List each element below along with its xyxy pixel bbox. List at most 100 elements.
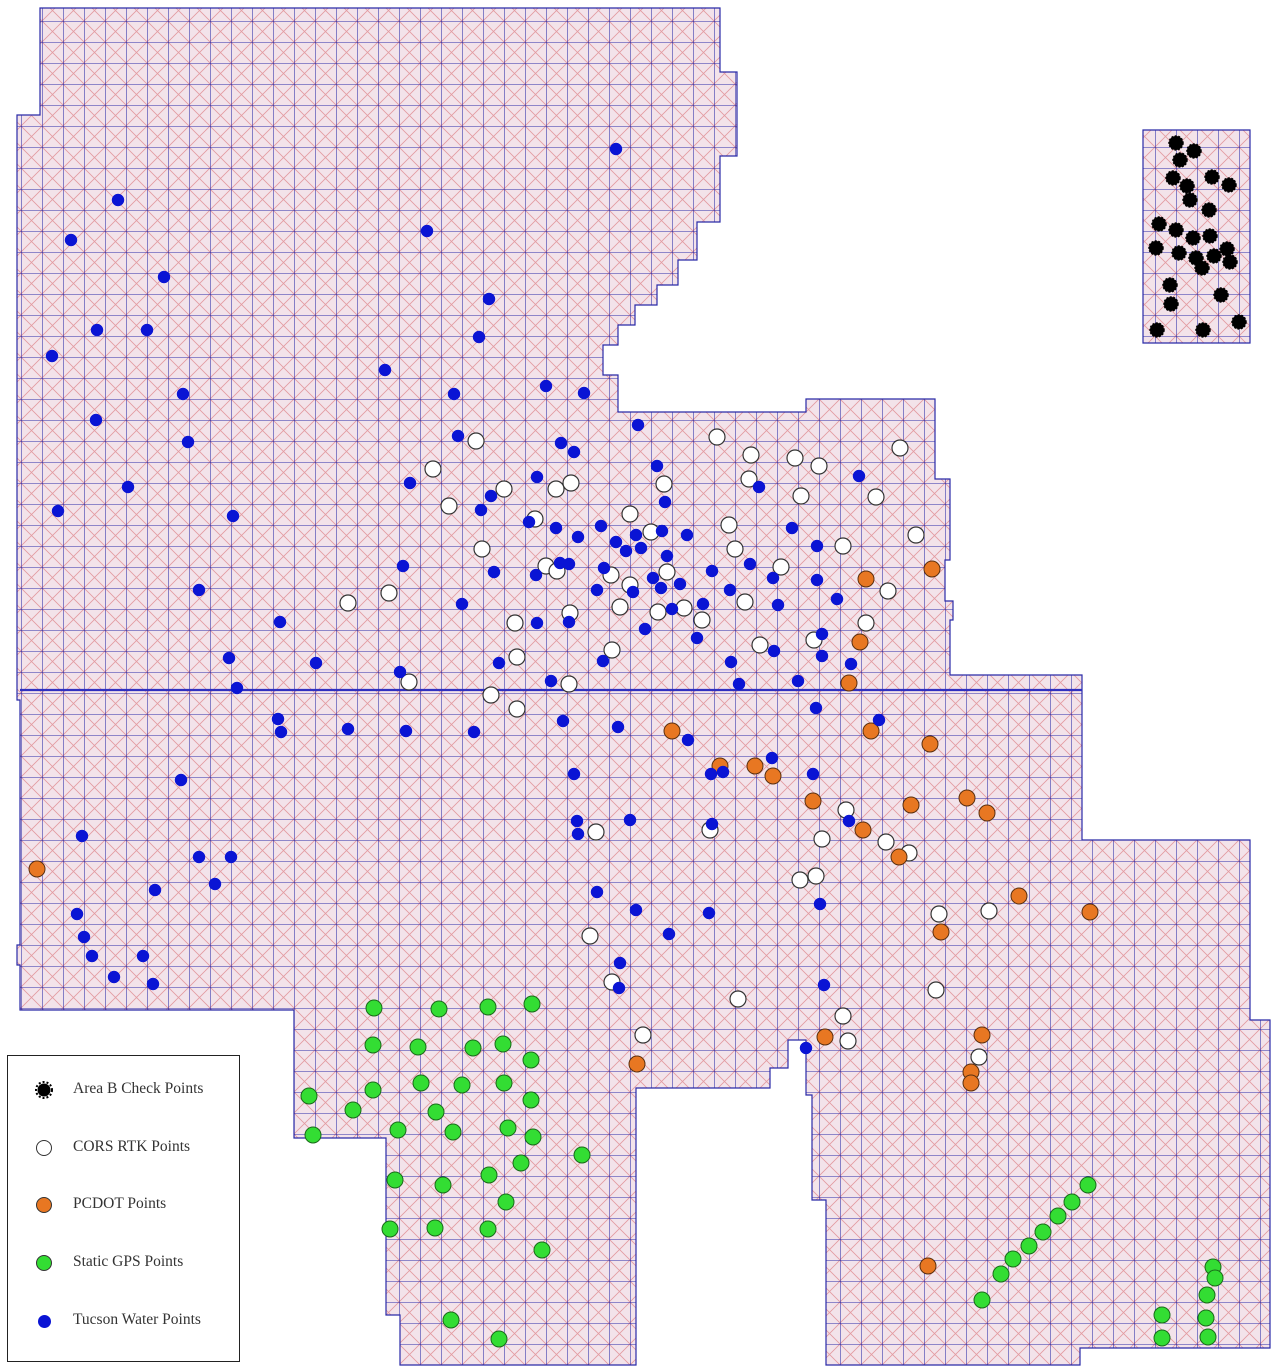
tucson-water-point bbox=[765, 751, 779, 765]
pcdot-point bbox=[851, 633, 869, 651]
pcdot-point bbox=[854, 821, 872, 839]
cors-rtk-point bbox=[495, 480, 513, 498]
pcdot-point bbox=[958, 789, 976, 807]
orange-circle-icon bbox=[36, 1197, 52, 1213]
points-layer bbox=[28, 135, 1247, 1348]
cors-rtk-point bbox=[927, 981, 945, 999]
tucson-water-point bbox=[89, 413, 103, 427]
area-b-check-point bbox=[1149, 322, 1165, 338]
tucson-water-point bbox=[309, 656, 323, 670]
cors-rtk-point bbox=[473, 540, 491, 558]
static-gps-point bbox=[1199, 1328, 1217, 1346]
tucson-water-point bbox=[809, 701, 823, 715]
area-b-check-point bbox=[1204, 169, 1220, 185]
tucson-water-point bbox=[522, 515, 536, 529]
cors-rtk-point bbox=[740, 470, 758, 488]
area-b-check-point bbox=[1168, 222, 1184, 238]
tucson-water-point bbox=[472, 330, 486, 344]
cors-rtk-point bbox=[675, 599, 693, 617]
area-b-check-point bbox=[1185, 230, 1201, 246]
area-b-check-point bbox=[1202, 228, 1218, 244]
cors-rtk-point bbox=[729, 990, 747, 1008]
tucson-water-point bbox=[451, 429, 465, 443]
cors-rtk-point bbox=[581, 927, 599, 945]
tucson-water-point bbox=[655, 524, 669, 538]
tucson-water-point bbox=[680, 528, 694, 542]
tucson-water-point bbox=[192, 583, 206, 597]
tucson-water-point bbox=[273, 615, 287, 629]
static-gps-point bbox=[426, 1219, 444, 1237]
cors-rtk-point bbox=[751, 636, 769, 654]
cors-rtk-point bbox=[786, 449, 804, 467]
pcdot-point bbox=[921, 735, 939, 753]
static-gps-point bbox=[992, 1265, 1010, 1283]
tucson-water-point bbox=[732, 677, 746, 691]
tucson-water-point bbox=[549, 521, 563, 535]
tucson-water-point bbox=[482, 292, 496, 306]
static-gps-point bbox=[497, 1193, 515, 1211]
tucson-water-point bbox=[752, 480, 766, 494]
tucson-water-point bbox=[121, 480, 135, 494]
static-gps-point bbox=[1153, 1329, 1171, 1347]
tucson-water-point bbox=[629, 903, 643, 917]
tucson-water-point bbox=[570, 814, 584, 828]
static-gps-point bbox=[412, 1074, 430, 1092]
area-b-check-point bbox=[1165, 170, 1181, 186]
cors-rtk-point bbox=[772, 558, 790, 576]
area-b-check-point bbox=[1195, 322, 1211, 338]
tucson-water-point bbox=[626, 585, 640, 599]
cors-rtk-point bbox=[742, 446, 760, 464]
tucson-water-point bbox=[705, 564, 719, 578]
area-b-check-point bbox=[1194, 260, 1210, 276]
static-gps-point bbox=[381, 1220, 399, 1238]
static-gps-point bbox=[524, 1128, 542, 1146]
cors-rtk-point bbox=[560, 675, 578, 693]
static-gps-point bbox=[442, 1311, 460, 1329]
tucson-water-point bbox=[609, 142, 623, 156]
tucson-water-point bbox=[571, 827, 585, 841]
pcdot-point bbox=[923, 560, 941, 578]
tucson-water-point bbox=[629, 528, 643, 542]
pcdot-point bbox=[932, 923, 950, 941]
cors-rtk-point bbox=[792, 487, 810, 505]
tucson-water-point bbox=[810, 539, 824, 553]
legend-item-area-b: Area B Check Points bbox=[8, 1077, 239, 1107]
tucson-water-point bbox=[420, 224, 434, 238]
static-gps-point bbox=[480, 1166, 498, 1184]
area-b-check-point bbox=[1168, 135, 1184, 151]
tucson-water-point bbox=[467, 725, 481, 739]
static-gps-point bbox=[522, 1091, 540, 1109]
main-grid-area bbox=[16, 7, 1271, 1366]
tucson-water-point bbox=[813, 897, 827, 911]
tucson-water-point bbox=[817, 978, 831, 992]
tucson-water-point bbox=[785, 521, 799, 535]
tucson-water-point bbox=[455, 597, 469, 611]
static-gps-point bbox=[512, 1154, 530, 1172]
cors-rtk-point bbox=[400, 673, 418, 691]
cors-rtk-point bbox=[658, 563, 676, 581]
green-circle-icon bbox=[36, 1255, 52, 1271]
tucson-water-point bbox=[567, 445, 581, 459]
tucson-water-point bbox=[696, 597, 710, 611]
legend-label-pcdot: PCDOT Points bbox=[73, 1195, 167, 1212]
area-b-check-point bbox=[1186, 143, 1202, 159]
tucson-water-point bbox=[529, 568, 543, 582]
pcdot-point bbox=[1081, 903, 1099, 921]
cors-rtk-point bbox=[693, 611, 711, 629]
area-b-check-point bbox=[1206, 248, 1222, 264]
legend-item-pcdot: PCDOT Points bbox=[8, 1192, 239, 1222]
static-gps-point bbox=[533, 1241, 551, 1259]
cors-rtk-point bbox=[621, 505, 639, 523]
area-b-check-point bbox=[1151, 216, 1167, 232]
tucson-water-point bbox=[146, 977, 160, 991]
tucson-water-point bbox=[222, 651, 236, 665]
tucson-water-point bbox=[75, 829, 89, 843]
pcdot-point bbox=[764, 767, 782, 785]
pcdot-point bbox=[663, 722, 681, 740]
cors-rtk-point bbox=[813, 830, 831, 848]
static-gps-point bbox=[300, 1087, 318, 1105]
cors-rtk-point bbox=[603, 641, 621, 659]
tucson-water-point bbox=[174, 773, 188, 787]
static-gps-point bbox=[453, 1076, 471, 1094]
